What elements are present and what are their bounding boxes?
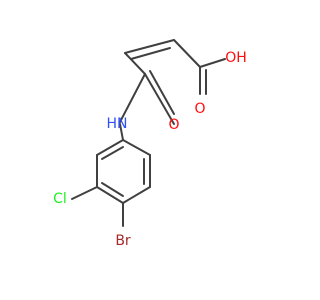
structure-canvas: OH O O HN Cl Br: [53, 39, 247, 249]
bond-c-cooh: [173, 39, 201, 68]
atom-label-oh: OH: [225, 50, 247, 66]
bond-amide-c-o-b: [149, 70, 175, 115]
bond-c-c-double-inner: [130, 47, 171, 60]
atom-label-cl: Cl: [53, 191, 67, 207]
atom-label-br: Br: [115, 233, 131, 249]
atom-label-o-acid: O: [194, 101, 205, 117]
ring-bond-1: [122, 139, 151, 156]
atom-label-o-amide: O: [168, 117, 179, 133]
bond-c-c-double-outer: [124, 39, 175, 54]
bond-ring-cl: [71, 186, 98, 200]
bond-n-ring: [119, 123, 124, 141]
ring-bond-4: [96, 186, 124, 204]
bond-amide-c-o-a: [144, 73, 175, 125]
ring-bond-6: [96, 139, 124, 156]
bond-cooh-c-oh: [199, 58, 226, 68]
atom-label-nh: HN: [107, 116, 128, 132]
bond-c-c-amide: [124, 52, 146, 75]
ring-bond-3: [122, 186, 151, 204]
ring-bond-6-inner: [101, 146, 124, 160]
bond-amide-c-n: [119, 73, 146, 123]
ring-bond-4-inner: [101, 182, 124, 197]
molecule-structure: OH O O HN Cl Br: [53, 39, 247, 249]
